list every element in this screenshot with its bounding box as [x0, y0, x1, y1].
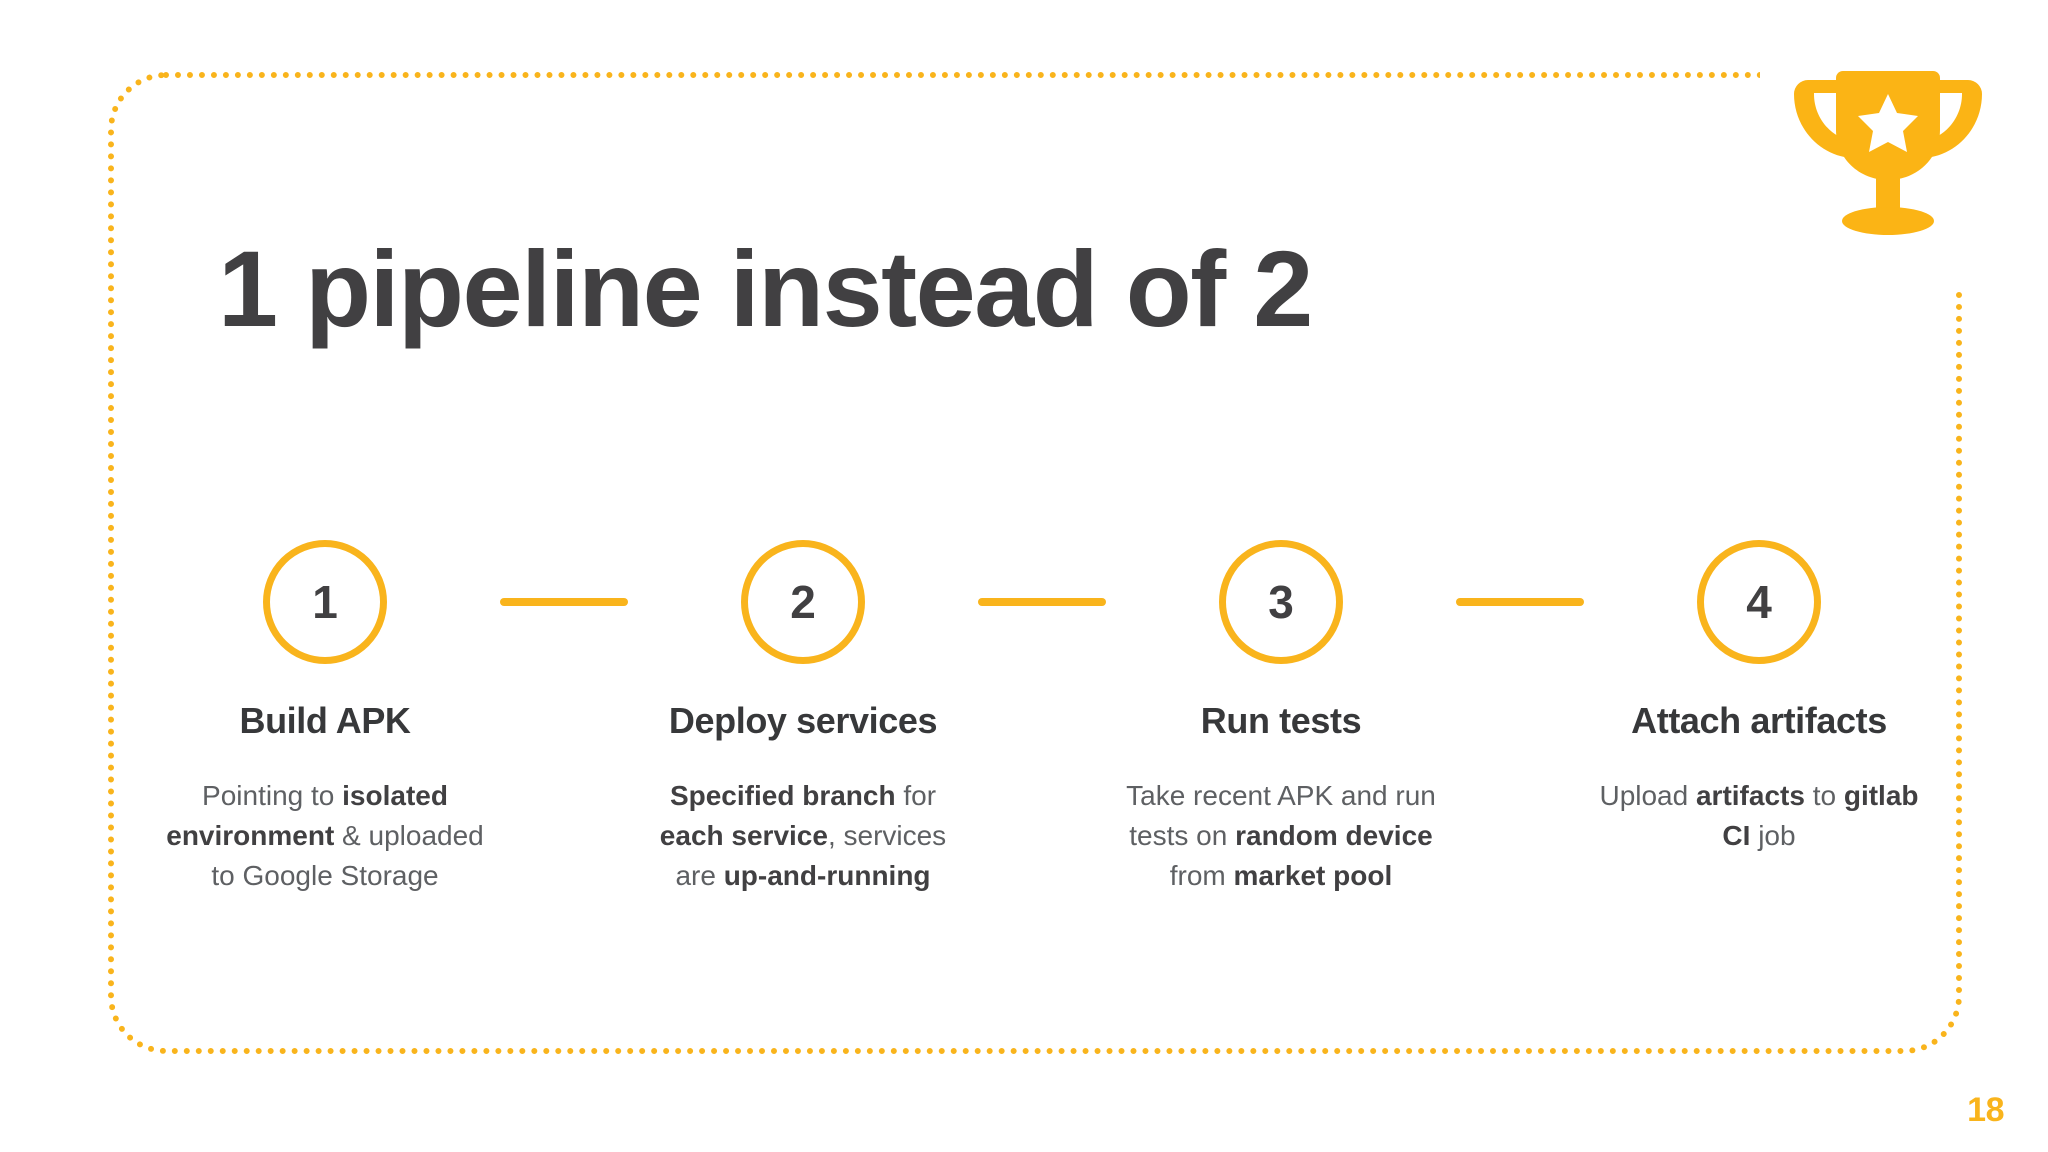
dotted-frame	[108, 72, 1962, 1054]
step-circle-4: 4	[1697, 540, 1821, 664]
step-description-3: Take recent APK and run tests on random …	[1126, 780, 1436, 891]
step-circle-2: 2	[741, 540, 865, 664]
step-number-4: 4	[1746, 576, 1772, 628]
step-description-1: Pointing to isolated environment & uploa…	[166, 780, 484, 891]
pipeline-step-3: 3 Run tests Take recent APK and run test…	[1106, 540, 1456, 895]
step-circle-1: 1	[263, 540, 387, 664]
pipeline-steps: 1 Build APK Pointing to isolated environ…	[150, 540, 1919, 895]
step-title-4: Attach artifacts	[1631, 700, 1887, 741]
step-description-4: Upload artifacts to gitlab CI job	[1599, 780, 1919, 851]
step-number-3: 3	[1268, 576, 1294, 628]
step-number-1: 1	[312, 576, 338, 628]
pipeline-step-1: 1 Build APK Pointing to isolated environ…	[150, 540, 500, 895]
trophy-icon	[1788, 56, 1988, 246]
step-title-1: Build APK	[239, 700, 411, 741]
pipeline-step-4: 4 Attach artifacts Upload artifacts to g…	[1584, 540, 1934, 856]
step-title-3: Run tests	[1200, 700, 1362, 741]
step-connector-3-4	[1456, 598, 1584, 606]
pipeline-step-2: 2 Deploy services Specified branch for e…	[628, 540, 978, 895]
step-description-2: Specified branch for each service, servi…	[659, 780, 947, 891]
step-connector-2-3	[978, 598, 1106, 606]
page-number: 18	[1967, 1091, 2004, 1129]
page-title: 1 pipeline instead of 2	[218, 228, 1313, 349]
step-number-2: 2	[790, 576, 816, 628]
step-connector-1-2	[500, 598, 628, 606]
step-circle-3: 3	[1219, 540, 1343, 664]
step-title-2: Deploy services	[668, 700, 938, 741]
